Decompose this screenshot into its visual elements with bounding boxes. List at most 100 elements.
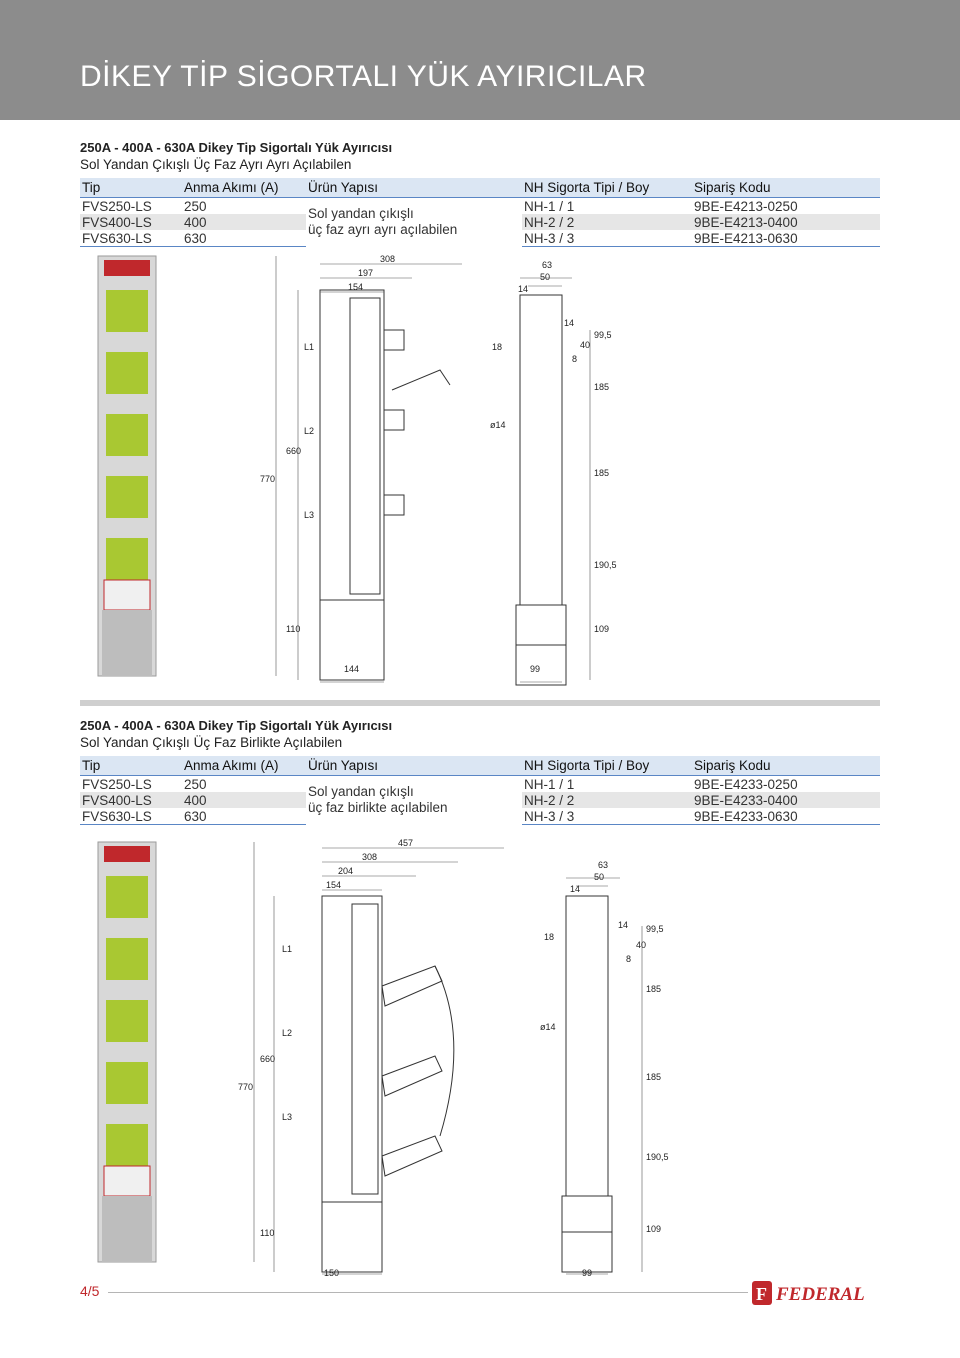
urun-line-2: üç faz birlikte açılabilen [308, 800, 448, 816]
side-view [515, 294, 567, 686]
footer-rule [108, 1292, 748, 1293]
dim-18: 18 [544, 932, 554, 942]
header-siparis: Sipariş Kodu [692, 178, 880, 198]
table-row: FVS250-LS 250 Sol yandan çıkışlı üç faz … [80, 775, 880, 825]
header-urun: Ürün Yapısı [306, 178, 522, 198]
phase-label-l3: L3 [304, 510, 314, 520]
header-tip: Tip [80, 756, 182, 776]
section-1-title: 250A - 400A - 630A Dikey Tip Sigortalı Y… [80, 140, 393, 155]
dim-99: 99 [582, 1268, 592, 1278]
product-photo [97, 255, 157, 677]
dim-109: 109 [594, 624, 609, 634]
dim-110: 110 [286, 624, 300, 634]
dim-660: 660 [286, 446, 301, 456]
front-view [321, 895, 455, 1273]
dim-185-b: 185 [594, 468, 609, 478]
front-view [319, 289, 451, 681]
table-row: FVS250-LS 250 Sol yandan çıkışlı üç faz … [80, 197, 880, 247]
section-2-subtitle: Sol Yandan Çıkışlı Üç Faz Birlikte Açıla… [80, 735, 343, 750]
dimension-lines [275, 256, 591, 683]
dim-diameter-14: ø14 [490, 420, 506, 430]
header-akim: Anma Akımı (A) [182, 178, 306, 198]
dim-63: 63 [542, 260, 552, 270]
table-row: FVS630-LS 630 NH-3 / 3 9BE-E4213-0630 [80, 230, 880, 247]
dim-185-a: 185 [646, 984, 661, 994]
cell-nh: NH-1 / 1 [524, 776, 575, 792]
dim-150: 150 [324, 1268, 339, 1278]
spec-table-1: Tip Anma Akımı (A) Ürün Yapısı NH Sigort… [80, 178, 880, 247]
header-nh: NH Sigorta Tipi / Boy [522, 178, 692, 198]
phase-label-l2: L2 [304, 426, 314, 436]
cell-kod: 9BE-E4213-0400 [692, 214, 880, 230]
cell-akim: 250 [184, 776, 207, 792]
cell-tip: FVS400-LS [80, 214, 182, 230]
dim-308: 308 [380, 254, 395, 264]
dim-154: 154 [348, 282, 363, 292]
cell-tip: FVS630-LS [80, 230, 182, 247]
urun-line-1: Sol yandan çıkışlı [308, 206, 414, 222]
cell-nh: NH-3 / 3 [522, 808, 692, 825]
header-tip: Tip [80, 178, 182, 198]
dim-50: 50 [594, 872, 604, 882]
table-row: FVS630-LS 630 NH-3 / 3 9BE-E4233-0630 [80, 808, 880, 825]
header-siparis: Sipariş Kodu [692, 756, 880, 776]
dim-8: 8 [572, 354, 577, 364]
cell-akim: 400 [182, 792, 306, 808]
dim-190-5: 190,5 [646, 1152, 669, 1162]
dim-99-5: 99,5 [646, 924, 664, 934]
section-2-title: 250A - 400A - 630A Dikey Tip Sigortalı Y… [80, 718, 393, 733]
cell-kod: 9BE-E4213-0630 [692, 230, 880, 247]
dim-99-5: 99,5 [594, 330, 612, 340]
page-title: DİKEY TİP SİGORTALI YÜK AYIRICILAR [80, 60, 647, 93]
spec-table-2: Tip Anma Akımı (A) Ürün Yapısı NH Sigort… [80, 756, 880, 825]
urun-line-1: Sol yandan çıkışlı [308, 784, 414, 800]
phase-label-l3: L3 [282, 1112, 292, 1122]
dim-8: 8 [626, 954, 631, 964]
dim-770: 770 [260, 474, 275, 484]
dim-144: 144 [344, 664, 359, 674]
dim-185-b: 185 [646, 1072, 661, 1082]
header-nh: NH Sigorta Tipi / Boy [522, 756, 692, 776]
cell-urun: Sol yandan çıkışlı üç faz birlikte açıla… [306, 775, 522, 825]
phase-label-l2: L2 [282, 1028, 292, 1038]
cell-akim: 630 [182, 808, 306, 825]
header-urun: Ürün Yapısı [306, 756, 522, 776]
phase-label-l1: L1 [282, 944, 292, 954]
dim-190-5: 190,5 [594, 560, 617, 570]
page-number: 4/5 [80, 1283, 100, 1299]
section-1-subtitle: Sol Yandan Çıkışlı Üç Faz Ayrı Ayrı Açıl… [80, 157, 352, 172]
dim-185-a: 185 [594, 382, 609, 392]
dim-14-top: 14 [570, 884, 580, 894]
dim-14-top: 14 [518, 284, 528, 294]
dim-457: 457 [398, 838, 413, 848]
cell-nh: NH-2 / 2 [522, 792, 692, 808]
dim-14-right: 14 [618, 920, 628, 930]
section-2: 250A - 400A - 630A Dikey Tip Sigortalı Y… [80, 700, 880, 825]
cell-tip: FVS400-LS [80, 792, 182, 808]
section-divider [80, 700, 880, 706]
table-row: FVS400-LS 400 NH-2 / 2 9BE-E4233-0400 [80, 792, 880, 808]
dim-204: 204 [338, 866, 353, 876]
svg-text:F: F [756, 1284, 767, 1304]
header-akim: Anma Akımı (A) [182, 756, 306, 776]
cell-nh: NH-2 / 2 [522, 214, 692, 230]
federal-logo: F FEDERAL [752, 1281, 865, 1305]
cell-akim: 400 [182, 214, 306, 230]
technical-drawing-1: 308 197 154 63 50 14 14 18 8 40 99,5 185… [97, 254, 617, 686]
product-photo [97, 841, 157, 1263]
cell-nh: NH-3 / 3 [522, 230, 692, 247]
table-header-row: Tip Anma Akımı (A) Ürün Yapısı NH Sigort… [80, 178, 880, 198]
cell-akim: 630 [182, 230, 306, 247]
dimension-lines [253, 842, 643, 1275]
cell-kod: 9BE-E4233-0400 [692, 792, 880, 808]
dim-660: 660 [260, 1054, 275, 1064]
cell-kod: 9BE-E4213-0250 [694, 198, 798, 214]
cell-kod: 9BE-E4233-0250 [694, 776, 798, 792]
cell-akim: 250 [184, 198, 207, 214]
dim-63: 63 [598, 860, 608, 870]
dim-154: 154 [326, 880, 341, 890]
dim-14-right: 14 [564, 318, 574, 328]
side-view [561, 895, 613, 1273]
cell-nh: NH-1 / 1 [524, 198, 575, 214]
brand-text: FEDERAL [775, 1284, 865, 1305]
